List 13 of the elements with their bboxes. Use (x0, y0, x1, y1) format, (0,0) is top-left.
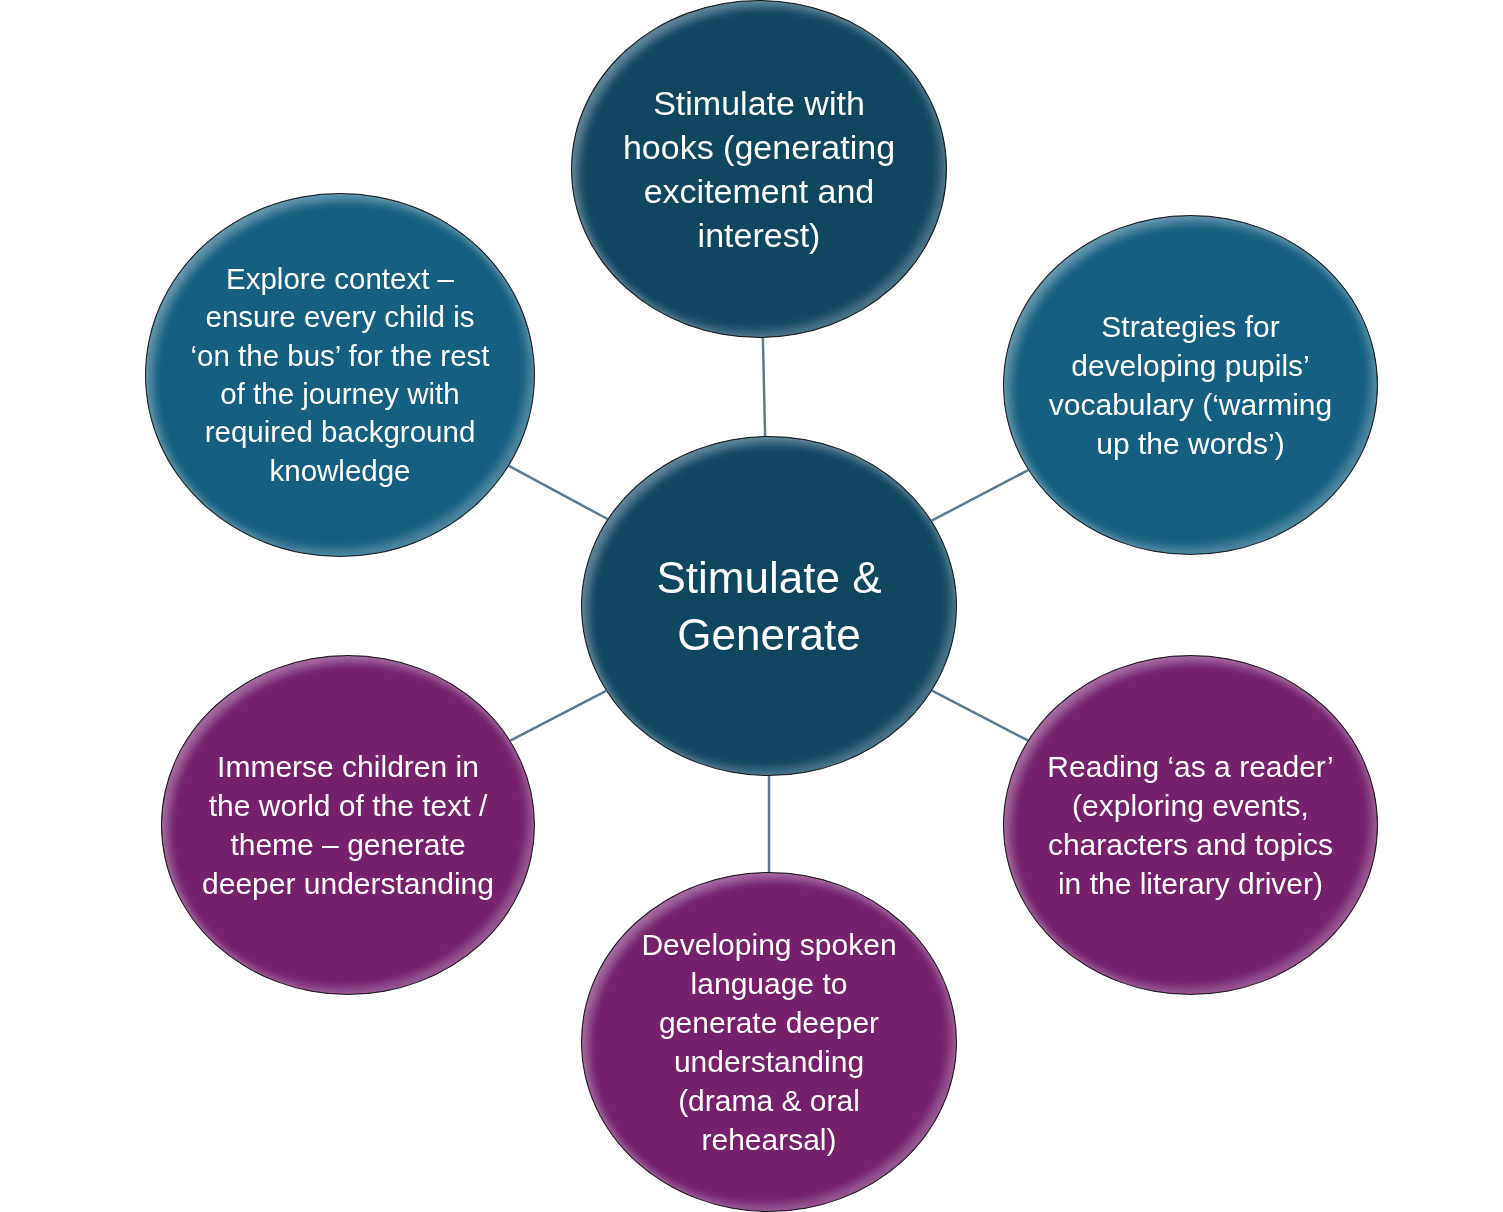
circle-label: Developing spoken language to generate deeper understanding (drama & oral rehearsal) (640, 927, 898, 1158)
circle-label: Stimulate & Generate (655, 551, 883, 661)
circle-label: Immerse children in the world of the text / theme – generate deeper understanding (202, 749, 494, 902)
connector-line (931, 469, 1029, 522)
connector-line (931, 689, 1029, 742)
circle-label: Explore context – ensure every child is ‘on the bus’ for the rest of the journey with required background knowledge (189, 260, 491, 489)
connector-line (509, 689, 607, 742)
connector-line (508, 464, 609, 521)
circle-label: Stimulate with hooks (generating excitement and interest) (621, 82, 897, 257)
connector-line (761, 337, 767, 437)
connector-line (767, 776, 771, 872)
circle-label: Strategies for developing pupils’ vocabulary (‘warming up the words’) (1047, 309, 1334, 462)
circle-label: Reading ‘as a reader’ (exploring events, characters and topics in the literary driver) (1046, 749, 1335, 902)
